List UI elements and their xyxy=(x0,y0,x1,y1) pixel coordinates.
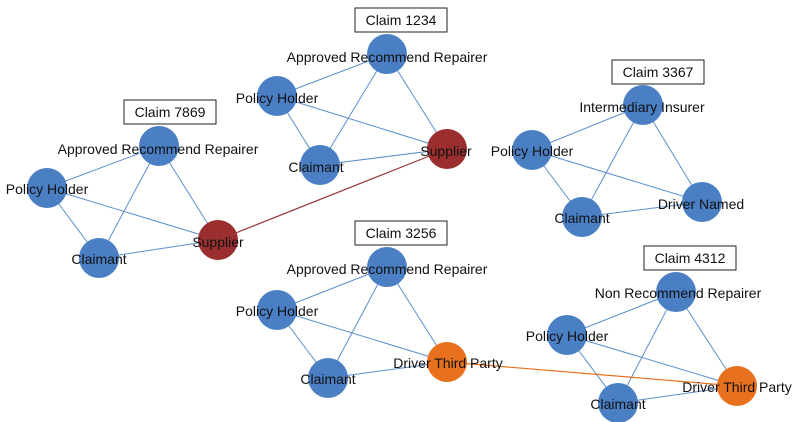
claim-box-frame xyxy=(611,59,705,85)
node-label-claim-3256-policy-holder: Policy Holder xyxy=(236,303,319,319)
edge-claim-3367-claimant-driver-named xyxy=(581,201,703,218)
edge-claim-1234-claimant-supplier xyxy=(319,148,448,166)
node-label-claim-4312-non-recommend-repairer: Non Recommend Repairer xyxy=(595,285,762,301)
node-label-claim-1234-supplier: Supplier xyxy=(420,143,472,159)
node-label-claim-1234-approved-recommend-repairer: Approved Recommend Repairer xyxy=(287,49,488,65)
claim-box-claim-4312: Claim 4312 xyxy=(643,245,737,271)
node-claim-3367-driver-named[interactable] xyxy=(682,182,722,222)
edge-claim-3256-claimant-driver-third-party xyxy=(327,361,448,379)
node-label-claim-4312-claimant: Claimant xyxy=(590,396,645,412)
claim-title: Claim 7869 xyxy=(135,104,206,120)
edge-claim-1234-policy-holder-supplier xyxy=(276,95,448,150)
claim-box-frame xyxy=(643,245,737,271)
node-label-claim-4312-driver-third-party: Driver Third Party xyxy=(682,379,791,395)
node-claim-4312-non-recommend-repairer[interactable] xyxy=(656,272,696,312)
node-claim-7869-approved-recommend-repairer[interactable] xyxy=(139,126,179,166)
third-party-link-edge xyxy=(446,361,738,387)
node-claim-3256-policy-holder[interactable] xyxy=(257,290,297,330)
node-claim-4312-claimant[interactable] xyxy=(598,383,638,422)
node-label-claim-3367-claimant: Claimant xyxy=(554,210,609,226)
node-label-claim-3367-policy-holder: Policy Holder xyxy=(491,143,574,159)
claim-box-claim-3367: Claim 3367 xyxy=(611,59,705,85)
node-claim-3367-policy-holder[interactable] xyxy=(512,130,552,170)
node-claim-3256-claimant[interactable] xyxy=(308,358,348,398)
node-claim-1234-approved-recommend-repairer[interactable] xyxy=(367,34,407,74)
claim-box-claim-7869: Claim 7869 xyxy=(123,99,217,125)
node-claim-1234-supplier[interactable] xyxy=(427,129,467,169)
node-label-claim-3367-driver-named: Driver Named xyxy=(658,196,744,212)
edge-claim-3256-policy-holder-driver-third-party xyxy=(276,309,448,363)
edge-claim-1234-approved-recommend-repairer-claimant xyxy=(319,53,388,166)
node-claim-3367-claimant[interactable] xyxy=(562,197,602,237)
node-claim-1234-policy-holder[interactable] xyxy=(257,76,297,116)
claim-title: Claim 1234 xyxy=(366,12,437,28)
edge-claim-7869-policy-holder-supplier xyxy=(46,187,219,241)
node-label-claim-1234-policy-holder: Policy Holder xyxy=(236,90,319,106)
node-label-claim-4312-policy-holder: Policy Holder xyxy=(526,328,609,344)
edge-claim-4312-non-recommend-repairer-claimant xyxy=(617,291,677,404)
edge-claim-7869-approved-recommend-repairer-claimant xyxy=(98,145,160,259)
node-claim-3256-approved-recommend-repairer[interactable] xyxy=(367,247,407,287)
edge-claim-7869-claimant-supplier xyxy=(98,239,219,259)
edge-claim-4312-policy-holder-driver-third-party xyxy=(566,334,738,387)
node-claim-7869-claimant[interactable] xyxy=(79,238,119,278)
claim-box-frame xyxy=(354,7,448,33)
claim-box-frame xyxy=(123,99,217,125)
claim-box-frame xyxy=(354,220,448,246)
nodes-layer xyxy=(27,34,757,422)
claim-title: Claim 3256 xyxy=(366,225,437,241)
node-label-claim-7869-approved-recommend-repairer: Approved Recommend Repairer xyxy=(58,141,259,157)
node-claim-4312-policy-holder[interactable] xyxy=(547,315,587,355)
claim-box-claim-3256: Claim 3256 xyxy=(354,220,448,246)
edge-claim-3367-policy-holder-driver-named xyxy=(531,149,703,203)
claim-box-claim-1234: Claim 1234 xyxy=(354,7,448,33)
node-claim-1234-claimant[interactable] xyxy=(300,145,340,185)
node-label-claim-7869-claimant: Claimant xyxy=(71,251,126,267)
node-label-claim-3367-intermediary-insurer: Intermediary Insurer xyxy=(579,99,705,115)
claim-title: Claim 4312 xyxy=(655,250,726,266)
node-label-claim-7869-supplier: Supplier xyxy=(192,234,244,250)
node-claim-7869-policy-holder[interactable] xyxy=(27,168,67,208)
edge-claim-3256-approved-recommend-repairer-claimant xyxy=(327,266,388,379)
node-label-claim-7869-policy-holder: Policy Holder xyxy=(6,181,89,197)
claim-title: Claim 3367 xyxy=(623,64,694,80)
node-label-claim-3256-claimant: Claimant xyxy=(300,371,355,387)
node-claim-4312-driver-third-party[interactable] xyxy=(717,366,757,406)
node-label-claim-3256-driver-third-party: Driver Third Party xyxy=(393,355,502,371)
node-label-claim-1234-claimant: Claimant xyxy=(288,159,343,175)
node-claim-3256-driver-third-party[interactable] xyxy=(427,342,467,382)
node-label-claim-3256-approved-recommend-repairer: Approved Recommend Repairer xyxy=(287,261,488,277)
edges-layer xyxy=(46,53,738,404)
node-claim-7869-supplier[interactable] xyxy=(198,220,238,260)
node-claim-3367-intermediary-insurer[interactable] xyxy=(623,85,663,125)
edge-claim-3367-intermediary-insurer-claimant xyxy=(581,104,644,218)
edge-claim-4312-claimant-driver-third-party xyxy=(617,385,738,404)
supplier-link-edge xyxy=(217,148,448,241)
